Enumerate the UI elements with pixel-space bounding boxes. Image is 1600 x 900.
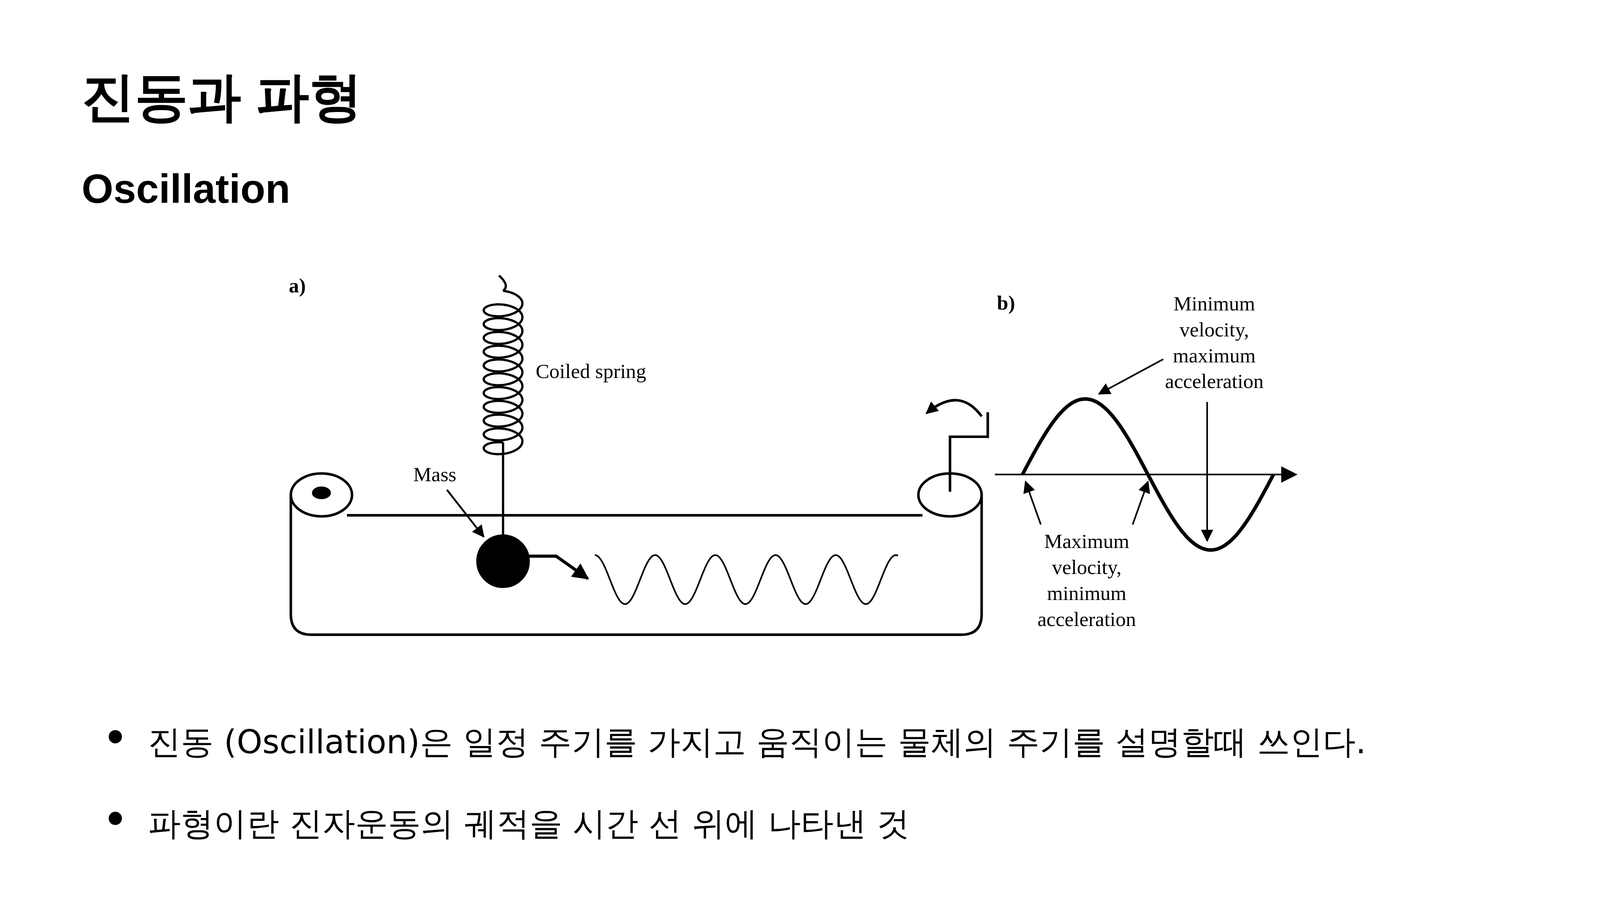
part-label: Coiled spring — [535, 359, 646, 384]
paper-top-edge — [346, 514, 923, 517]
sine-wave — [1022, 398, 1274, 550]
pen-pointer — [528, 556, 588, 579]
leader-line — [1098, 359, 1164, 394]
coiled-spring — [483, 275, 523, 537]
spring-wire — [498, 275, 506, 291]
spring-wire — [502, 442, 505, 537]
bullet-dot — [108, 811, 122, 825]
spring-coil — [483, 290, 523, 454]
bullet-dot — [108, 730, 122, 744]
panel-label: b) — [996, 290, 1015, 316]
panel-label: a) — [288, 273, 306, 298]
mass-ball — [477, 535, 529, 587]
roller-axle — [313, 487, 330, 498]
time-axis — [994, 473, 1296, 476]
slide-title: 진동과 파형 — [81, 65, 363, 129]
chart-recorder — [290, 400, 988, 635]
recorded-trace — [594, 555, 898, 604]
leader-line — [1132, 481, 1148, 525]
part-label: Mass — [413, 462, 457, 487]
callout-note: Maximum velocity, minimum acceleration — [1037, 528, 1136, 632]
slide-subtitle: Oscillation — [81, 164, 291, 214]
leader-line — [446, 489, 484, 537]
crank-handle — [950, 412, 988, 492]
left-roller — [290, 473, 352, 517]
bullet-text: 진동 (Oscillation)은 일정 주기를 가지고 움직이는 물체의 주기… — [148, 722, 1366, 762]
paper-band — [290, 494, 982, 635]
bullet-text: 파형이란 진자운동의 궤적을 시간 선 위에 나타낸 것 — [148, 804, 910, 844]
leader-line — [1025, 481, 1041, 525]
leader-line — [1206, 402, 1208, 541]
rotation-arrow — [926, 400, 982, 417]
callout-note: Minimum velocity, maximum acceleration — [1165, 290, 1264, 395]
